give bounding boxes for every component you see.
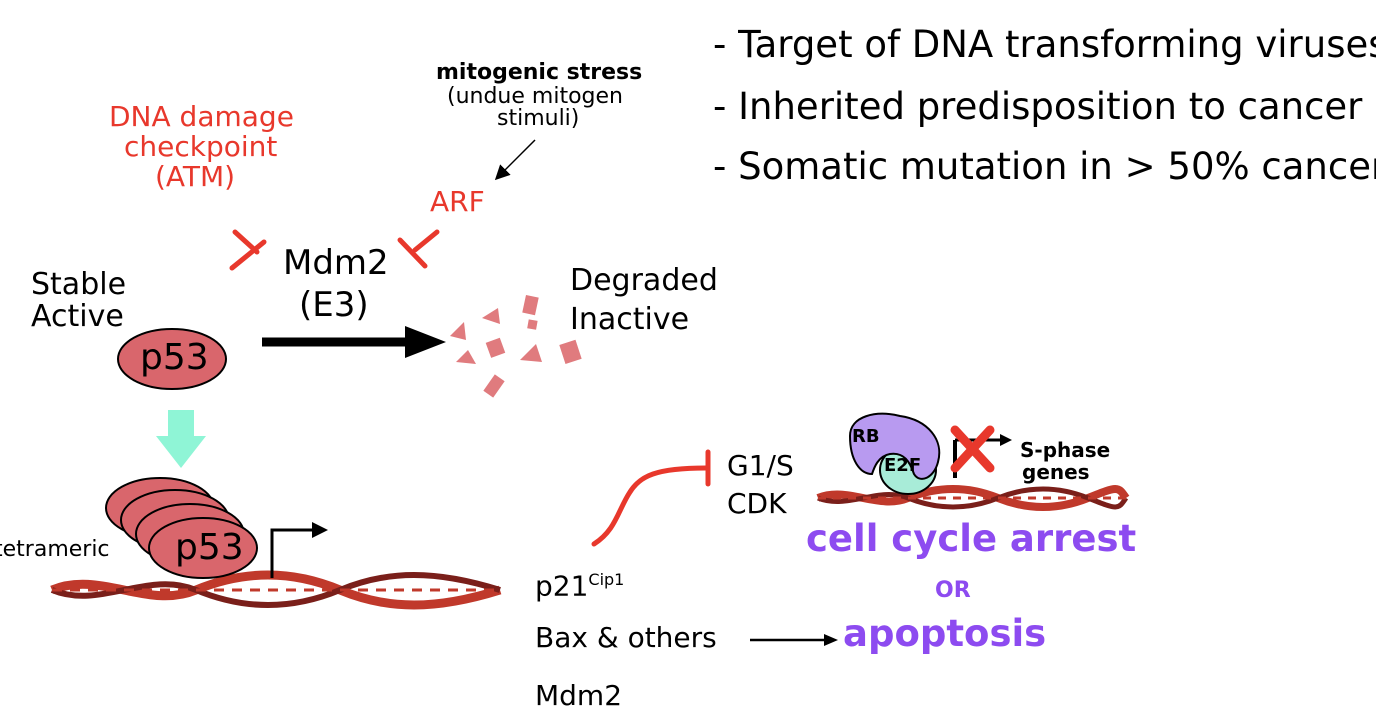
- e2f-label: E2F: [884, 455, 922, 476]
- p53-label: p53: [140, 337, 209, 378]
- stress-arrow: [494, 139, 536, 181]
- degradation-arrow: [262, 326, 446, 358]
- dna-damage-line2: checkpoint: [124, 130, 278, 163]
- dna-damage-line3: (ATM): [155, 160, 236, 193]
- mdm2-label: Mdm2: [283, 243, 389, 283]
- or-label: OR: [935, 578, 971, 603]
- dna-strand-main: [50, 570, 502, 610]
- bullet-inherited-predisposition: - Inherited predisposition to cancer: [713, 85, 1363, 128]
- p21-inhibition-icon: [591, 449, 711, 547]
- e3-label: (E3): [299, 285, 369, 325]
- inactive-label: Inactive: [570, 302, 690, 337]
- rb-e2f-complex: [848, 412, 941, 495]
- mitogenic-stress-detail-2: stimuli): [497, 106, 580, 131]
- arf-label: ARF: [430, 185, 485, 218]
- cdk-label: CDK: [727, 487, 787, 520]
- dna-damage-line1: DNA damage: [109, 100, 294, 133]
- p53-tetramer: [105, 477, 258, 579]
- g1s-label: G1/S: [727, 449, 794, 482]
- p21-superscript: Cip1: [588, 570, 625, 589]
- p21-label: p21Cip1: [535, 572, 624, 600]
- degraded-fragments: [450, 294, 582, 398]
- degraded-label: Degraded: [570, 263, 718, 298]
- cell-cycle-arrest-label: cell cycle arrest: [806, 517, 1137, 560]
- activation-arrow: [156, 410, 206, 468]
- p21-base: p21: [535, 569, 589, 603]
- blocked-x-icon: [950, 425, 995, 473]
- p53-protein: [117, 328, 227, 390]
- mitogenic-stress-title: mitogenic stress: [436, 60, 643, 85]
- stable-label: Stable: [31, 267, 127, 302]
- apoptosis-arrow: [750, 634, 838, 646]
- tetrameric-label: tetrameric: [0, 537, 110, 562]
- bullet-transforming-viruses: - Target of DNA transforming viruses: [713, 23, 1376, 66]
- active-label: Active: [31, 299, 124, 334]
- dna-strand-target: [816, 485, 1130, 511]
- apoptosis-label: apoptosis: [843, 612, 1047, 655]
- transcription-start-arrow: [270, 522, 328, 578]
- p53-tetramer-label: p53: [175, 527, 244, 568]
- sphase-label-2: genes: [1022, 460, 1090, 484]
- mdm2-target-label: Mdm2: [535, 679, 623, 712]
- sphase-label-1: S-phase: [1020, 438, 1111, 462]
- arf-inhibition-icon: [397, 229, 440, 269]
- bax-label: Bax & others: [535, 621, 717, 654]
- bullet-somatic-mutation: - Somatic mutation in > 50% cancers: [713, 145, 1376, 188]
- rb-label: RB: [852, 426, 880, 447]
- mitogenic-stress-detail-1: (undue mitogen: [447, 84, 623, 109]
- atm-inhibition-icon: [229, 229, 267, 271]
